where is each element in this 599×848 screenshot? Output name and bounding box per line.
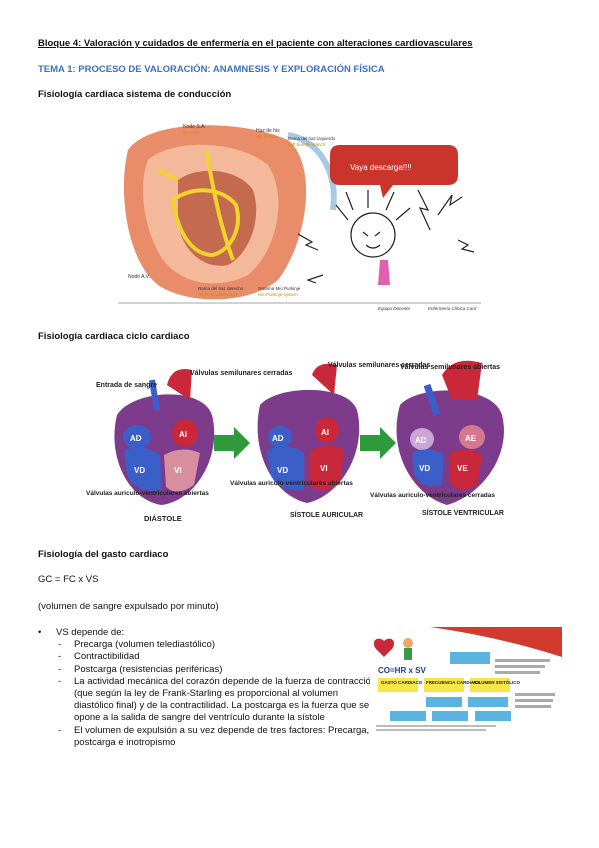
section-heading-cycle: Fisiología cardiaca ciclo cardiaco [38,331,190,342]
cardiac-cycle-figure: AD AI VD VI Entrada de sangre Válvulas s… [82,355,514,533]
list-item: -La actividad mecánica del corazón depen… [58,675,377,724]
cardiac-output-figure: CO=HR x SV GASTO CARDIACO FRECUENCIA CAR… [370,627,562,734]
label-purkinje-en: His-Purkinje system [258,292,298,297]
co-frecuencia: FRECUENCIA CARDIACA [426,680,481,685]
co-formula: CO=HR x SV [378,666,426,675]
label-left-branch-en: Left bundle branch [288,142,326,147]
list-item-text: El volumen de expulsión a su vez depende… [74,724,370,748]
label-av-open: Válvulas auriculo-ventriculares abiertas [86,490,209,497]
list-item-text: Precarga (volumen telediastólico) [74,639,215,651]
label-purkinje: Sistema Mio Purkinje [258,286,301,291]
formula-note: (volumen de sangre expulsado por minuto) [38,601,219,612]
label-ad-3: AD [415,436,427,445]
topic-title: TEMA 1: PROCESO DE VALORACIÓN: ANAMNESIS… [38,64,385,75]
footer-team: Equipo Docente [378,306,411,311]
list-item-text: La actividad mecánica del corazón depend… [74,675,377,724]
section-heading-conduction: Fisiología cardiaca sistema de conducció… [38,89,232,100]
list-bullet-text: VS depende de: [56,627,125,638]
section-heading-output: Fisiología del gasto cardiaco [38,549,169,560]
label-ai-1: AI [179,430,187,439]
label-sa-node-en: SA node [183,130,201,135]
conduction-illustration: Nodo S.A. SA node Haz de his His bundle … [118,124,481,311]
list-item: -Precarga (volumen telediastólico) [38,639,378,651]
label-ae-3: AE [465,434,477,443]
label-sistole-auricular: SÍSTOLE AURICULAR [290,510,363,519]
label-ai-2: AI [321,428,329,437]
conduction-system-figure: Nodo S.A. SA node Haz de his His bundle … [118,110,481,313]
label-his-bundle: Haz de his [256,128,280,134]
heart-atrial-systole [257,363,360,503]
block-title: Bloque 4: Valoración y cuidados de enfer… [38,38,473,49]
label-av-closed: Válvulas auriculo-ventriculares cerradas [370,492,495,499]
label-ad-1: AD [130,434,142,443]
list-item: -Postcarga (resistencias periféricas) [38,664,378,676]
formula-text: GC = FC x VS [38,574,99,585]
list-item: -Contractibilidad [38,651,378,663]
label-semilunar-open: Válvulas semilunares abiertas [400,364,500,371]
list-item-text: Postcarga (resistencias periféricas) [74,663,223,675]
label-sistole-ventricular: SÍSTOLE VENTRICULAR [422,508,504,517]
heart-diastole [114,369,215,505]
co-volumen: VOLUMEN SISTÓLICO [472,678,521,685]
arrow-2 [360,427,396,459]
co-gasto: GASTO CARDIACO [381,680,423,685]
label-av-node: Nodo A.V. [128,274,150,280]
label-left-branch: Rama del haz izquierdo [288,136,336,141]
label-av-open-2: Válvulas auriculo-ventriculares abiertas [230,480,353,487]
cardiac-output-illustration: CO=HR x SV GASTO CARDIACO FRECUENCIA CAR… [373,627,562,731]
label-right-branch-en: Right bundle branch [198,292,239,297]
stroke-volume-list: • VS depende de: -Precarga (volumen tele… [38,627,378,749]
label-his-bundle-en: His bundle [256,134,278,139]
label-vd-1: VD [134,466,145,475]
label-semilunar-closed: Válvulas semilunares cerradas [190,370,292,377]
footer-course: Enfermería Clínica Card [428,306,477,311]
cardiac-cycle-illustration: AD AI VD VI Entrada de sangre Válvulas s… [86,360,504,523]
list-bullet: • VS depende de: [38,627,378,639]
speech-bubble-text: Vaya descarga!!!! [350,163,412,172]
label-sa-node: Nodo S.A. [183,124,206,130]
label-ve-3: VE [457,464,468,473]
label-vd-2: VD [277,466,288,475]
label-semilunar-closed-2: Válvulas semilunares cerradas [328,362,430,369]
heart-ventricular-systole [396,360,504,505]
label-right-branch: Rama del haz derecho [198,286,244,291]
bullet-dot-icon: • [38,627,42,638]
label-vi-1: VI [174,466,182,475]
label-vd-3: VD [419,464,430,473]
label-entrada: Entrada de sangre [96,382,157,389]
label-diastole: DIÁSTOLE [144,514,182,523]
label-ad-2: AD [272,434,284,443]
list-item: -El volumen de expulsión a su vez depend… [38,725,378,749]
list-item-text: Contractibilidad [74,651,140,663]
arrow-1 [214,427,250,459]
label-vi-2: VI [320,464,328,473]
